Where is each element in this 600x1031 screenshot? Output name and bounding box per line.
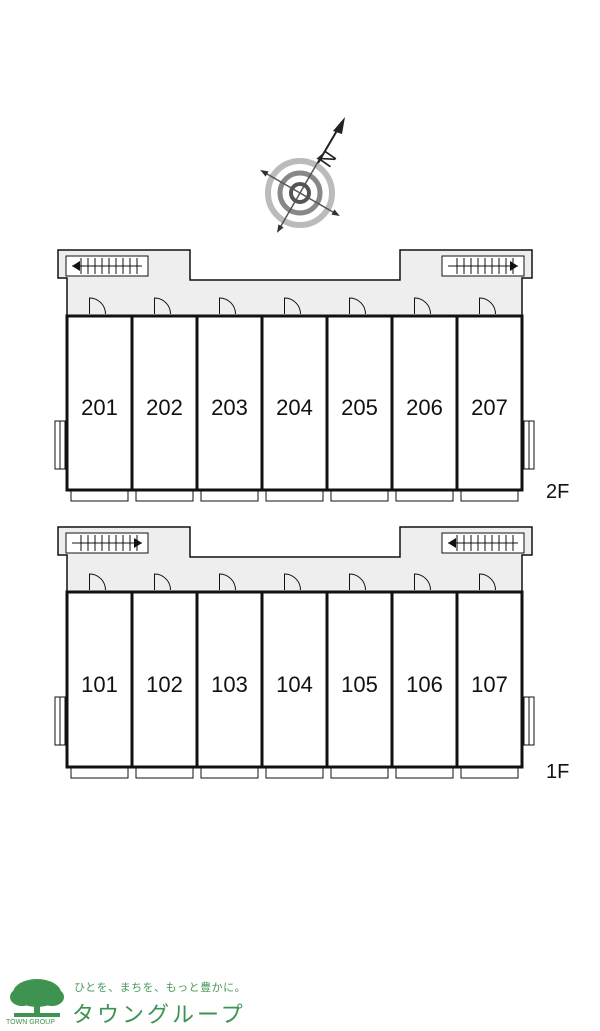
unit-number: 203: [211, 395, 248, 420]
unit-number: 105: [341, 672, 378, 697]
side-window-left: [54, 420, 66, 470]
stairs-arrow-icon: [448, 538, 456, 548]
logo-name: タウングループ: [72, 1003, 246, 1028]
floor-1f-plan: 101 102 103 104 105 106 107 1F: [54, 526, 569, 783]
unit-207: 207: [455, 297, 519, 502]
unit-203: 203: [195, 297, 259, 502]
stairs-arrow-icon: [134, 538, 142, 548]
unit-102: 102: [130, 573, 194, 779]
unit-202: 202: [130, 297, 194, 502]
unit-number: 101: [81, 672, 118, 697]
balcony: [460, 767, 519, 779]
balcony: [135, 767, 194, 779]
balcony: [395, 490, 454, 502]
balcony: [265, 767, 324, 779]
balcony: [265, 490, 324, 502]
logo-small-text: TOWN GROUP: [6, 1019, 55, 1026]
stairs-arrow-icon: [510, 261, 518, 271]
north-arrow-icon: [317, 117, 345, 164]
stairs-left: [65, 255, 149, 277]
town-group-logo: TOWN GROUP ひとを、まちを、もっと豊かに。 タウングループ: [6, 975, 306, 1029]
logo-tagline: ひとを、まちを、もっと豊かに。: [74, 981, 247, 994]
stairs-right: [441, 255, 525, 277]
unit-number: 106: [406, 672, 443, 697]
unit-204: 204: [260, 297, 324, 502]
door-icon: [349, 297, 366, 315]
unit-number: 201: [81, 395, 118, 420]
balcony: [200, 490, 259, 502]
unit-number: 202: [146, 395, 183, 420]
unit-201: 201: [70, 297, 129, 502]
door-icon: [89, 573, 106, 591]
balcony: [70, 490, 129, 502]
floor-label: 1F: [546, 761, 569, 783]
unit-number: 102: [146, 672, 183, 697]
balcony: [330, 490, 389, 502]
unit-101: 101: [70, 573, 129, 779]
balcony: [200, 767, 259, 779]
door-icon: [89, 297, 106, 315]
door-icon: [349, 573, 366, 591]
unit-104: 104: [260, 573, 324, 779]
balcony: [330, 767, 389, 779]
compass-icon: [260, 153, 340, 233]
tree-logo-icon: [6, 975, 68, 1019]
unit-103: 103: [195, 573, 259, 779]
door-icon: [284, 573, 301, 591]
unit-number: 107: [471, 672, 508, 697]
unit-205: 205: [325, 297, 389, 502]
unit-105: 105: [325, 573, 389, 779]
unit-number: 204: [276, 395, 313, 420]
corridor: [57, 249, 533, 317]
floor-2f-plan: 201 202 203 204 205 206 207 2F: [54, 249, 569, 503]
corridor: [57, 526, 533, 593]
door-icon: [414, 573, 431, 591]
unit-block: [65, 590, 524, 769]
unit-number: 104: [276, 672, 313, 697]
door-icon: [219, 573, 236, 591]
balcony: [70, 767, 129, 779]
unit-107: 107: [455, 573, 519, 779]
stairs-arrow-icon: [72, 261, 80, 271]
side-window-left: [54, 696, 66, 746]
stairs-right: [441, 532, 525, 554]
side-window-right: [523, 696, 535, 746]
balcony: [395, 767, 454, 779]
door-icon: [284, 297, 301, 315]
floor-label: 2F: [546, 481, 569, 503]
unit-106: 106: [390, 573, 454, 779]
unit-206: 206: [390, 297, 454, 502]
unit-block: [65, 314, 524, 492]
unit-number: 207: [471, 395, 508, 420]
door-icon: [479, 573, 496, 591]
unit-number: 205: [341, 395, 378, 420]
door-icon: [154, 573, 171, 591]
stairs-left: [65, 532, 149, 554]
unit-number: 103: [211, 672, 248, 697]
door-icon: [219, 297, 236, 315]
balcony: [135, 490, 194, 502]
door-icon: [414, 297, 431, 315]
door-icon: [154, 297, 171, 315]
unit-number: 206: [406, 395, 443, 420]
balcony: [460, 490, 519, 502]
door-icon: [479, 297, 496, 315]
side-window-right: [523, 420, 535, 470]
